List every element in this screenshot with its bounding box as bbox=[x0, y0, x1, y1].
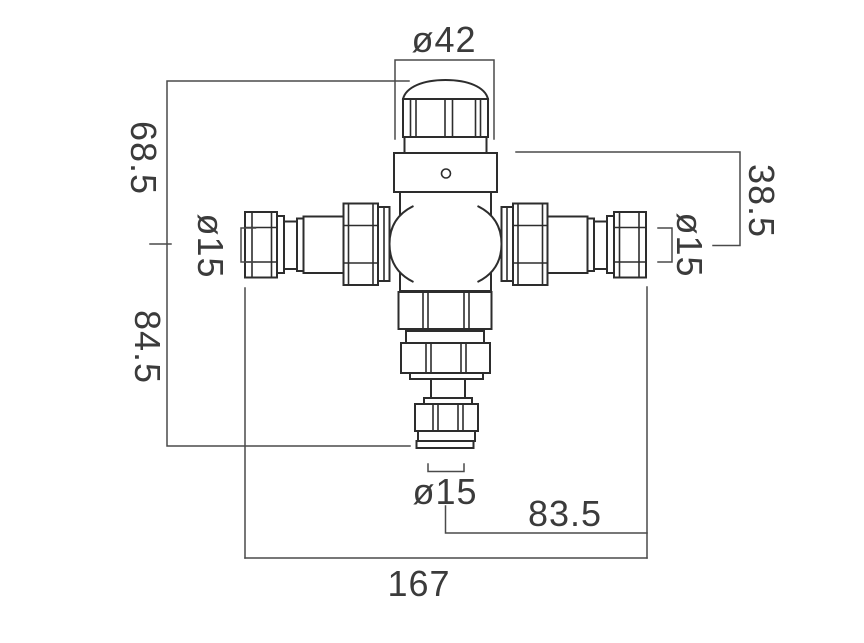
left-tail-pipe bbox=[302, 215, 345, 274]
outlet-hex-nut-upper bbox=[397, 291, 493, 330]
thermostat-collar bbox=[393, 152, 498, 193]
dim-label-outlet-diameter: ø15 bbox=[412, 471, 477, 512]
right-pipe-end bbox=[593, 220, 608, 270]
right-olive-ring bbox=[606, 215, 615, 274]
outlet-washer bbox=[405, 330, 485, 344]
outlet-assembly bbox=[397, 291, 493, 449]
left-port-dome bbox=[388, 205, 414, 283]
left-compression-nut bbox=[244, 211, 278, 279]
left-olive-ring bbox=[276, 215, 285, 274]
cap-grip bbox=[402, 98, 489, 138]
set-screw-hole bbox=[440, 168, 452, 179]
left-connector bbox=[244, 202, 391, 286]
dim-label-cap-diameter: ø42 bbox=[411, 19, 476, 60]
dim-label-upper-height: 68.5 bbox=[123, 121, 164, 195]
dim-outlet-offset bbox=[444, 505, 648, 534]
dim-outlet-bracket bbox=[427, 463, 465, 473]
dimension-labels: ø42 68.5 84.5 ø15 ø15 38.5 ø15 83.5 167 bbox=[123, 19, 782, 604]
right-union-hex-nut bbox=[512, 202, 549, 286]
right-connector bbox=[500, 202, 647, 286]
left-union-hex-nut bbox=[342, 202, 379, 286]
dim-left-vertical bbox=[166, 80, 411, 447]
outlet-hex-nut-lower bbox=[400, 342, 491, 374]
cap-neck bbox=[403, 136, 488, 154]
dim-label-cap-to-axis: 38.5 bbox=[741, 164, 782, 238]
dim-right-port-bracket bbox=[657, 227, 673, 263]
dim-label-outlet-offset: 83.5 bbox=[528, 493, 602, 534]
dim-cap-to-axis bbox=[515, 151, 741, 247]
dim-left-port-bracket bbox=[240, 227, 257, 263]
left-union-washer bbox=[377, 206, 391, 282]
dim-label-left-port-diameter: ø15 bbox=[190, 213, 231, 278]
outlet-compression-nut bbox=[414, 403, 479, 432]
dim-cap-bracket bbox=[394, 59, 495, 140]
dim-label-right-port-diameter: ø15 bbox=[669, 212, 710, 277]
dim-label-lower-height: 84.5 bbox=[127, 310, 168, 384]
outlet-nut-skirt bbox=[417, 430, 476, 442]
right-union-washer bbox=[500, 206, 514, 282]
dimension-lines bbox=[149, 59, 741, 559]
cap-dome bbox=[401, 78, 490, 101]
outlet-pipe bbox=[430, 378, 466, 399]
left-pipe-end bbox=[283, 220, 298, 270]
right-compression-nut bbox=[613, 211, 647, 279]
right-port-dome bbox=[477, 205, 503, 283]
right-tail-pipe bbox=[546, 215, 589, 274]
outlet-end-ring bbox=[415, 440, 475, 449]
valve-outline bbox=[244, 78, 647, 449]
dim-label-overall-width: 167 bbox=[387, 563, 450, 604]
